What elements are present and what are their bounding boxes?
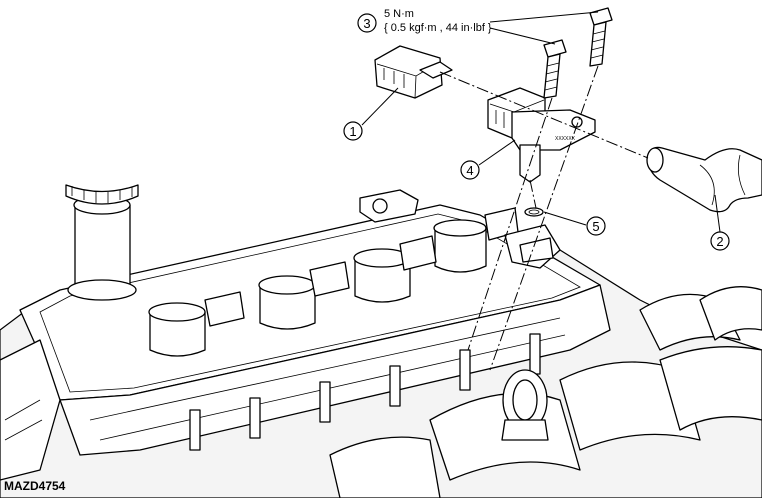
bolt-left [543, 39, 567, 99]
part-marking: XXXXXX [555, 136, 576, 142]
leader-lines [361, 11, 721, 233]
torque-spec-primary: 5 N·m [384, 8, 414, 20]
oil-filler-neck [65, 184, 139, 301]
callout-3: 3 [357, 13, 377, 33]
callout-2-number: 2 [716, 234, 723, 249]
callout-5: 5 [586, 216, 606, 236]
figure-code: MAZD4754 [4, 479, 66, 493]
assembly-center-lines [439, 65, 649, 371]
hose-part-2 [646, 146, 762, 213]
callout-4-number: 4 [466, 163, 473, 178]
wiring-bracket [504, 224, 561, 269]
callout-2: 2 [710, 231, 730, 251]
sensor-part-4: XXXXXX [487, 87, 596, 183]
o-ring-part-5 [524, 207, 544, 217]
callout-4: 4 [460, 160, 480, 180]
bolt-right [589, 7, 613, 67]
torque-spec-secondary: { 0.5 kgf·m , 44 in·lbf } [384, 22, 492, 34]
callout-5-number: 5 [592, 219, 599, 234]
callout-3-number: 3 [363, 16, 370, 31]
callout-1-number: 1 [349, 124, 356, 139]
lifting-eye [501, 369, 549, 441]
spark-plug-tubes [148, 219, 487, 357]
cover-bosses [189, 333, 541, 451]
coil-connectors [204, 189, 519, 327]
callout-1: 1 [343, 121, 363, 141]
connector-part-1 [374, 45, 453, 99]
